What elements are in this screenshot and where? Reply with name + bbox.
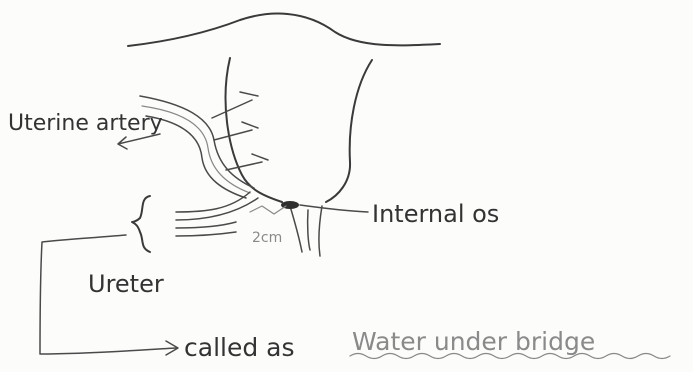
internal-os-pointer [300,205,368,212]
ureter-lower-2 [176,232,236,236]
label-uterine-artery: Uterine artery [8,111,163,136]
artery-branch-1 [212,92,258,118]
artery-branch-3 [226,154,268,170]
label-distance: 2cm [252,230,282,246]
uterus-left-wall [226,58,282,202]
distance-bracket [250,206,286,214]
ureter-lower [176,222,236,228]
artery-branch-2 [214,122,258,140]
uterine-artery-arrow [118,134,160,149]
label-ureter: Ureter [88,270,164,298]
cervix-right [319,206,322,256]
uterus-outline [128,14,440,46]
uterus-right-wall [326,60,372,202]
label-internal-os: Internal os [372,200,499,228]
label-called-as: called as [184,333,295,362]
cervix-canal [308,210,310,250]
cervix-left [290,206,302,252]
ureter-brace [132,196,150,252]
label-water-under-bridge: Water under bridge [352,327,595,356]
